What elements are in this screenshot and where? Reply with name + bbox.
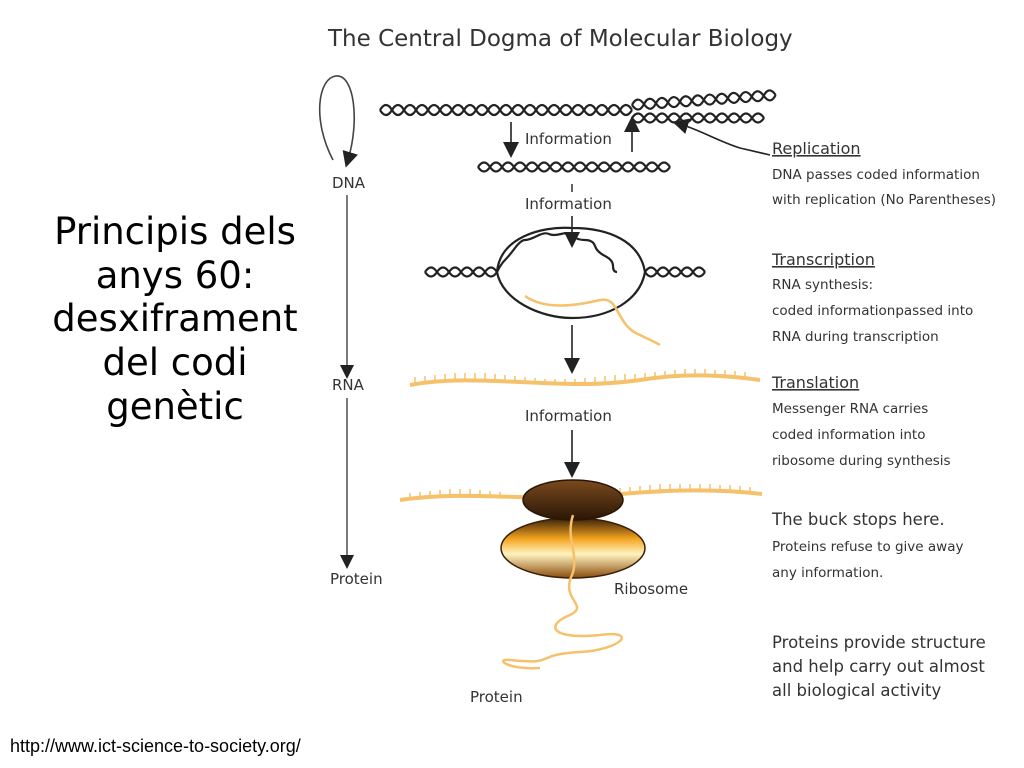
note-proteins-line: all biological activity: [772, 681, 941, 700]
polypeptide-chain: [502, 514, 624, 670]
note-translation: Translation Messenger RNA carries coded …: [771, 373, 951, 469]
information-label-1: Information: [525, 130, 612, 148]
note-buck-heading: The buck stops here.: [771, 510, 945, 529]
slide-title: Principis dels anys 60: desxiframent del…: [20, 210, 330, 428]
slide-title-line: Principis dels: [54, 210, 296, 253]
note-replication-heading: Replication: [772, 139, 861, 158]
note-buck-line: any information.: [772, 565, 883, 581]
note-buck-line: Proteins refuse to give away: [772, 539, 963, 555]
protein-bottom-label: Protein: [470, 688, 523, 706]
note-translation-line: Messenger RNA carries: [772, 401, 928, 417]
side-label-dna: DNA: [332, 174, 366, 192]
replication-pointer-arrow: [672, 118, 771, 156]
slide-title-line: del codi: [102, 340, 248, 384]
side-label-protein: Protein: [330, 570, 383, 588]
note-transcription-line: RNA during transcription: [772, 329, 939, 345]
note-transcription: Transcription RNA synthesis: coded infor…: [771, 250, 973, 345]
dna-self-loop-arrow: [318, 75, 358, 168]
note-translation-heading: Translation: [771, 373, 859, 392]
information-label-2: Information: [525, 195, 612, 213]
note-proteins-line: and help carry out almost: [772, 657, 985, 676]
note-buck: The buck stops here. Proteins refuse to …: [771, 510, 963, 581]
slide-title-line: desxiframent: [52, 297, 298, 341]
slide-title-line: genètic: [106, 384, 244, 428]
nascent-rna-strand: [524, 294, 661, 347]
diagram-title: The Central Dogma of Molecular Biology: [327, 26, 793, 52]
note-proteins: Proteins provide structure and help carr…: [772, 633, 986, 700]
note-replication-line: DNA passes coded information: [772, 167, 980, 183]
ribosome-small-subunit: [522, 479, 624, 521]
side-label-rna: RNA: [332, 376, 365, 394]
information-label-3: Information: [525, 407, 612, 425]
dna-helix-copy: [477, 161, 671, 173]
note-replication-line: with replication (No Parentheses): [772, 192, 996, 208]
dna-helix-replication: [379, 89, 777, 124]
note-transcription-line: coded informationpassed into: [772, 303, 973, 319]
note-transcription-line: RNA synthesis:: [772, 277, 873, 293]
ribosome-label: Ribosome: [614, 580, 688, 598]
note-translation-line: ribosome during synthesis: [772, 453, 951, 469]
note-translation-line: coded information into: [772, 427, 925, 443]
source-url-link[interactable]: http://www.ict-science-to-society.org/: [10, 736, 301, 756]
dna-transcription-bubble: [424, 226, 706, 320]
note-proteins-line: Proteins provide structure: [772, 633, 986, 652]
note-replication: Replication DNA passes coded information…: [772, 139, 996, 208]
mrna-strand: [409, 369, 761, 387]
slide-title-line: anys 60:: [95, 253, 255, 297]
note-transcription-heading: Transcription: [771, 250, 875, 269]
side-axis: DNA RNA Protein: [318, 75, 383, 588]
